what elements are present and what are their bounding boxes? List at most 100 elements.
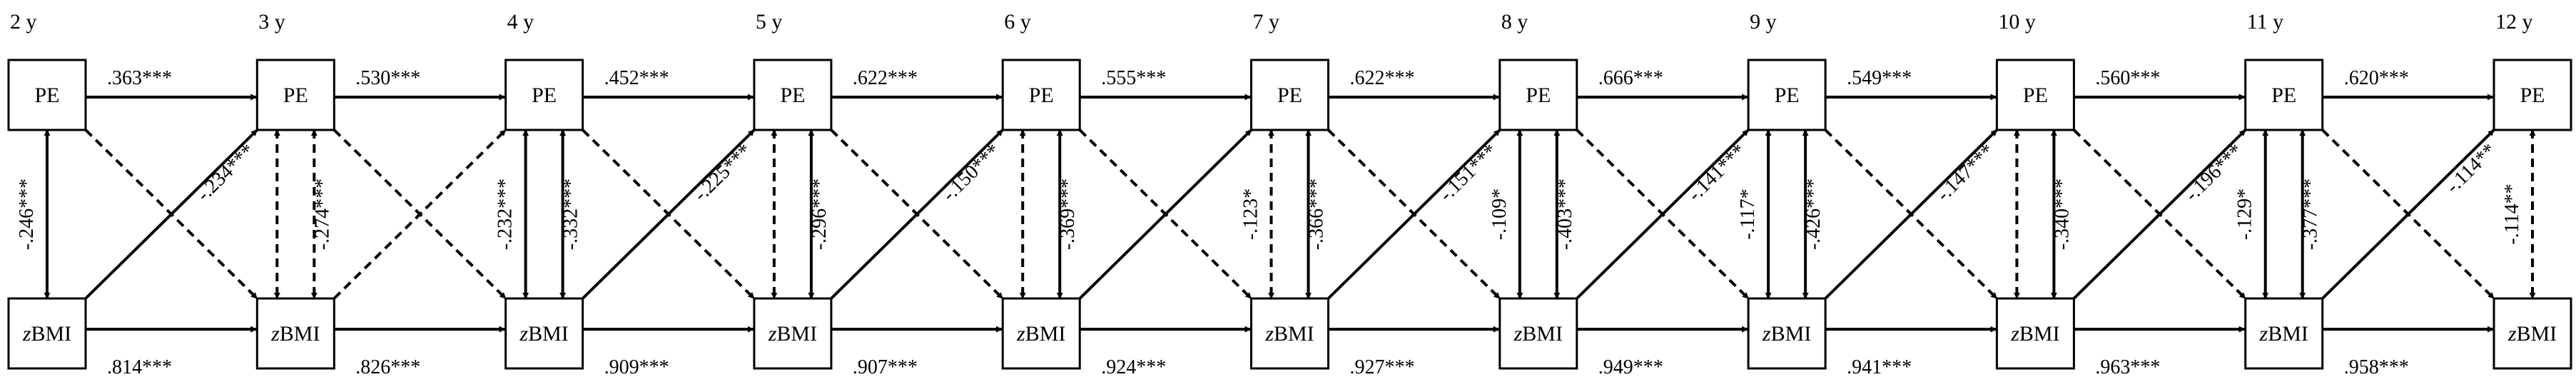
node-box [1747, 59, 1827, 131]
node-box [504, 297, 584, 370]
zbmi-autoregressive-coef: .907*** [853, 356, 918, 378]
node-label: PE [780, 84, 805, 107]
age-label: 11 y [2247, 10, 2283, 34]
node-pe: PE [1001, 59, 1081, 131]
node-box [753, 59, 833, 131]
correlation-coef-left: -.109* [1489, 189, 1511, 240]
node-pe: PE [1250, 59, 1329, 131]
correlation-coef-left: -.129* [2234, 189, 2256, 240]
node-label-prefix: z [2259, 322, 2268, 346]
zbmi-autoregressive-coef: .826*** [355, 356, 420, 378]
node-label-suffix: BMI [1771, 322, 1812, 346]
node-pe: PE [1747, 59, 1827, 131]
age-label: 9 y [1750, 10, 1777, 34]
node-label: zBMI [270, 322, 320, 346]
node-label: PE [2023, 84, 2048, 107]
node-label: zBMI [768, 322, 817, 346]
zbmi-to-pe-coef: -.147*** [1932, 140, 1999, 206]
node-box [1001, 59, 1081, 131]
correlation-coef-right: -.377*** [2300, 179, 2322, 250]
node-label-prefix: z [1762, 322, 1771, 346]
correlation-coef-left: -.123* [1240, 189, 1262, 240]
node-label: zBMI [1264, 322, 1314, 346]
node-label-prefix: z [519, 322, 528, 346]
age-label: 8 y [1501, 10, 1528, 34]
zbmi-autoregressive-coef: .949*** [1598, 356, 1663, 378]
node-label: zBMI [2010, 322, 2059, 346]
node-label-prefix: z [270, 322, 280, 346]
zbmi-to-pe-path [1576, 129, 1750, 300]
zbmi-autoregressive-coef: .963*** [2095, 356, 2160, 378]
node-label: PE [2271, 84, 2296, 107]
pe-autoregressive-coef: .560*** [2095, 67, 2160, 89]
node-label-prefix: z [2010, 322, 2019, 346]
node-box [255, 297, 335, 370]
node-label-prefix: z [1513, 322, 1523, 346]
node-label: PE [532, 84, 557, 107]
node-zbmi: zBMI [1001, 297, 1081, 370]
node-label: PE [1775, 84, 1800, 107]
zbmi-autoregressive-coef: .927*** [1350, 356, 1415, 378]
correlation-coef-left: -.246*** [16, 179, 38, 250]
node-label: PE [283, 84, 308, 107]
zbmi-to-pe-path [333, 129, 507, 300]
pe-to-zbmi-coef: -.114** [2442, 139, 2501, 198]
node-label: zBMI [2259, 322, 2308, 346]
correlation-coef-right: -.369*** [1057, 179, 1079, 250]
node-label: zBMI [1016, 322, 1065, 346]
zbmi-autoregressive-coef: .814*** [107, 356, 172, 378]
correlation-coef-left: -.232*** [495, 179, 517, 250]
node-label: zBMI [1513, 322, 1563, 346]
zbmi-to-pe-path [2321, 129, 2495, 300]
node-zbmi: zBMI [1747, 297, 1827, 370]
node-zbmi: zBMI [2244, 297, 2324, 370]
age-label: 6 y [1004, 10, 1031, 34]
node-zbmi: zBMI [255, 297, 335, 370]
correlation-coef-right: -.332*** [560, 179, 582, 250]
node-box [1499, 297, 1578, 370]
node-label: PE [1029, 84, 1054, 107]
node-label: zBMI [519, 322, 568, 346]
node-label: PE [34, 84, 59, 107]
node-zbmi: zBMI [753, 297, 833, 370]
zbmi-to-pe-coef: -.150*** [938, 140, 1005, 206]
node-label-suffix: BMI [776, 322, 817, 346]
correlation-coef-left: -.114** [2501, 184, 2523, 244]
zbmi-autoregressive-coef: .909*** [604, 356, 669, 378]
correlation-coef-left: -.117* [1737, 189, 1759, 239]
correlation-coef-right: -.340*** [2051, 179, 2073, 250]
node-label-suffix: BMI [1274, 322, 1314, 346]
pe-autoregressive-coef: .666*** [1598, 67, 1663, 89]
node-label-suffix: BMI [528, 322, 569, 346]
node-label-suffix: BMI [280, 322, 320, 346]
age-label: 10 y [1998, 10, 2036, 34]
node-zbmi: zBMI [1995, 297, 2075, 370]
zbmi-autoregressive-coef: .958*** [2344, 356, 2409, 378]
node-pe: PE [7, 59, 87, 131]
pe-autoregressive-coef: .620*** [2344, 67, 2409, 89]
node-label: zBMI [2507, 322, 2557, 346]
node-label-suffix: BMI [1522, 322, 1563, 346]
node-box [255, 59, 335, 131]
node-box [1250, 297, 1329, 370]
zbmi-to-pe-coef: -.225*** [689, 140, 756, 206]
node-label-suffix: BMI [2268, 322, 2308, 346]
node-label-prefix: z [1016, 322, 1025, 346]
node-pe: PE [504, 59, 584, 131]
node-box [2493, 59, 2572, 131]
node-box [1250, 59, 1329, 131]
correlation-coef-right: -.426*** [1802, 179, 1825, 250]
node-box [1995, 59, 2075, 131]
correlation-coef-right: -.296*** [808, 179, 831, 250]
node-zbmi: zBMI [504, 297, 584, 370]
zbmi-to-pe-path [1078, 129, 1252, 300]
age-label: 2 y [10, 10, 37, 34]
node-label-suffix: BMI [1025, 322, 1066, 346]
node-box [1499, 59, 1578, 131]
node-label-prefix: z [768, 322, 777, 346]
pe-autoregressive-coef: .363*** [107, 67, 172, 89]
zbmi-to-pe-coef: -.234*** [193, 140, 259, 206]
node-box [1995, 297, 2075, 370]
age-label: 4 y [507, 10, 534, 34]
zbmi-to-pe-path [582, 129, 756, 300]
